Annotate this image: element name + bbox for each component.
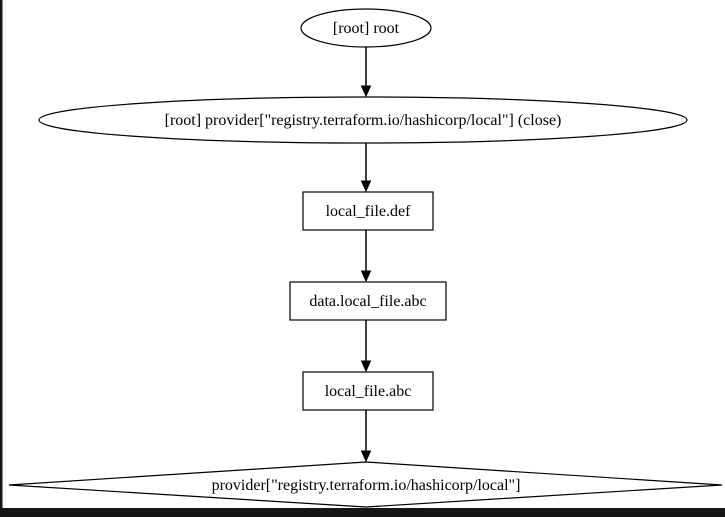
edge-data-local-file-abc-to-local-file-abc-arrowhead bbox=[360, 360, 372, 373]
node-provider-label: provider["registry.terraform.io/hashicor… bbox=[212, 477, 521, 494]
edge-provider-close-to-local-file-def-arrowhead bbox=[360, 180, 372, 193]
node-provider-close-label: [root] provider["registry.terraform.io/h… bbox=[165, 112, 562, 129]
node-local-file-abc-label: local_file.abc bbox=[325, 383, 412, 400]
edge-local-file-def-to-data-local-file-abc-arrowhead bbox=[360, 270, 372, 283]
node-provider-diamond bbox=[8, 461, 723, 508]
edge-root-to-provider-close-arrowhead bbox=[360, 85, 372, 98]
node-local-file-abc-box bbox=[302, 371, 434, 411]
node-provider-close-ellipse bbox=[38, 96, 688, 144]
node-root-label: [root] root bbox=[333, 20, 400, 37]
edge-local-file-abc-to-provider-arrowhead bbox=[360, 450, 372, 463]
frame-left-border bbox=[0, 0, 3, 517]
node-data-local-file-abc-box bbox=[289, 281, 447, 321]
frame-bottom-bar bbox=[0, 508, 725, 517]
node-local-file-def-label: local_file.def bbox=[326, 203, 412, 220]
node-local-file-def-box bbox=[302, 191, 434, 231]
node-data-local-file-abc-label: data.local_file.abc bbox=[309, 293, 426, 310]
